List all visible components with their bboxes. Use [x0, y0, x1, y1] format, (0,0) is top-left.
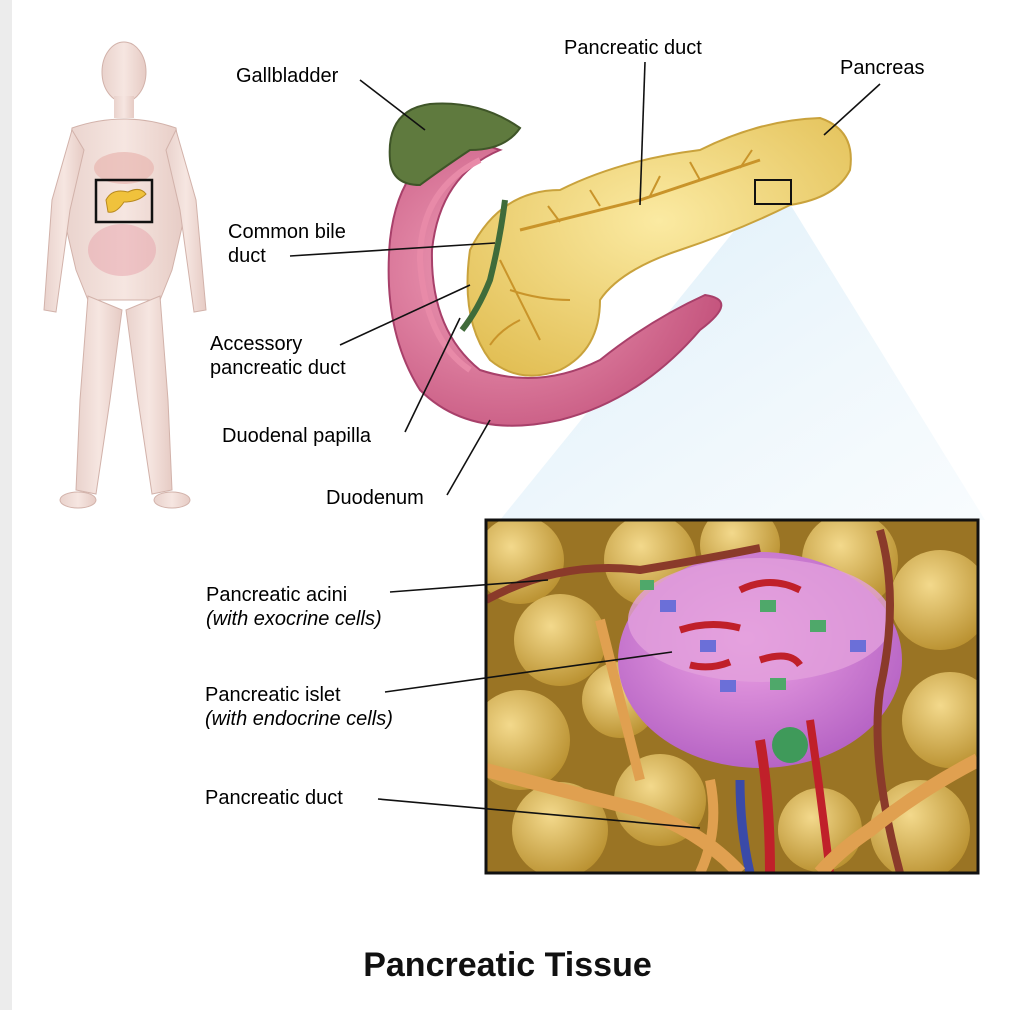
- label-pancreatic-duct-bottom: Pancreatic duct: [205, 786, 343, 810]
- label-common-bile-duct-line1: Common bile: [228, 220, 346, 244]
- label-acini-line2: (with exocrine cells): [206, 607, 382, 631]
- label-duodenum: Duodenum: [326, 486, 424, 510]
- label-common-bile-duct-line2: duct: [228, 244, 266, 268]
- diagram-title: Pancreatic Tissue: [0, 946, 1015, 985]
- label-pancreatic-duct-top: Pancreatic duct: [564, 36, 702, 60]
- leader-duodenum: [447, 420, 490, 495]
- label-acini-line1: Pancreatic acini: [206, 583, 347, 607]
- label-islet-line1: Pancreatic islet: [205, 683, 341, 707]
- label-accessory-duct-line1: Accessory: [210, 332, 302, 356]
- edge-strip: [0, 0, 12, 1010]
- leader-gallbladder: [360, 80, 425, 130]
- label-accessory-duct-line2: pancreatic duct: [210, 356, 346, 380]
- label-gallbladder: Gallbladder: [236, 64, 338, 88]
- tissue-inset: [470, 505, 998, 880]
- label-pancreas: Pancreas: [840, 56, 925, 80]
- label-islet-line2: (with endocrine cells): [205, 707, 393, 731]
- label-duodenal-papilla: Duodenal papilla: [222, 424, 371, 448]
- leader-pancreas: [824, 84, 880, 135]
- human-body-figure: [44, 42, 206, 508]
